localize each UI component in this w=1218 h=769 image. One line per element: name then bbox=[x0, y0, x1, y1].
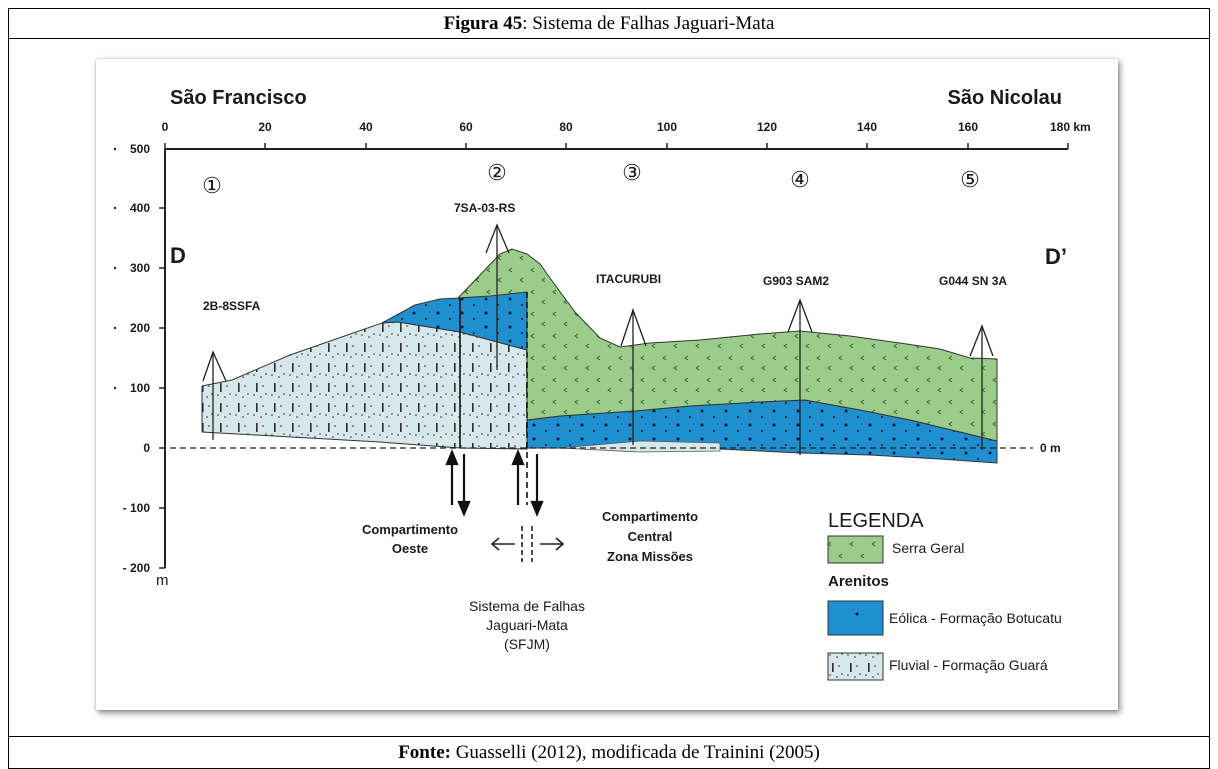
svg-text:Central: Central bbox=[628, 529, 673, 544]
compartment-separator-icon bbox=[490, 526, 565, 562]
legend: LEGENDA Serra Geral Arenitos Eólica - Fo… bbox=[827, 510, 1062, 681]
x-axis-tick-labels: 0 20 40 60 80 100 120 140 160 180 km bbox=[162, 120, 1091, 134]
well-label-2b: 2B-8SSFA bbox=[203, 299, 261, 313]
well-label-7sa: 7SA-03-RS bbox=[454, 201, 515, 215]
zone-1-label: ① bbox=[202, 173, 222, 198]
compartment-west-label: Compartimento Oeste bbox=[362, 522, 458, 556]
y-tick-label: 200 bbox=[130, 321, 150, 335]
right-place-label: São Nicolau bbox=[948, 87, 1062, 109]
well-label-g044: G044 SN 3A bbox=[939, 274, 1007, 288]
svg-text:(SFJM): (SFJM) bbox=[504, 636, 550, 652]
legend-swatch-guara bbox=[827, 652, 884, 681]
well-label-itacurubi: ITACURUBI bbox=[596, 272, 661, 286]
figure-caption: Figura 45: Sistema de Falhas Jaguari-Mat… bbox=[9, 9, 1209, 39]
zone-markers: ① ② ③ ④ ⑤ bbox=[202, 160, 980, 198]
caption-label: Figura 45 bbox=[443, 13, 523, 34]
section-start-label: D bbox=[170, 243, 186, 268]
y-axis-tick-labels: 500 400 300 200 100 0 - 100 - 200 m bbox=[123, 142, 169, 589]
zone-3-label: ③ bbox=[622, 160, 642, 185]
x-tick-label: 60 bbox=[459, 120, 473, 134]
figure-source: Fonte: Guasselli (2012), modificada de T… bbox=[9, 736, 1209, 768]
x-tick-label: 80 bbox=[559, 120, 573, 134]
zone-4-label: ④ bbox=[790, 167, 810, 192]
y-tick-label: - 200 bbox=[123, 561, 151, 575]
well-labels: 2B-8SSFA 7SA-03-RS ITACURUBI G903 SAM2 G… bbox=[203, 201, 1007, 313]
y-tick-dots bbox=[113, 147, 117, 390]
legend-label-botucatu: Eólica - Formação Botucatu bbox=[889, 610, 1062, 626]
x-tick-label-last: 180 km bbox=[1050, 120, 1091, 134]
svg-text:Jaguari-Mata: Jaguari-Mata bbox=[486, 617, 568, 633]
svg-text:Sistema de Falhas: Sistema de Falhas bbox=[469, 598, 585, 614]
source-text: Guasselli (2012), modificada de Trainini… bbox=[450, 742, 820, 763]
y-axis-ticks bbox=[159, 207, 165, 569]
fault-system-label: Sistema de Falhas Jaguari-Mata (SFJM) bbox=[469, 598, 585, 652]
y-tick-label: 500 bbox=[130, 142, 150, 156]
guara-lens bbox=[559, 440, 721, 453]
legend-title: LEGENDA bbox=[828, 510, 924, 532]
x-tick-label: 0 bbox=[162, 120, 169, 134]
svg-text:Compartimento: Compartimento bbox=[362, 522, 458, 537]
legend-arenitos-heading: Arenitos bbox=[828, 573, 889, 590]
x-tick-label: 20 bbox=[258, 120, 272, 134]
well-markers bbox=[202, 223, 994, 455]
y-axis-unit: m bbox=[156, 572, 169, 589]
section-end-label: D’ bbox=[1045, 244, 1067, 269]
legend-swatch-botucatu bbox=[827, 600, 884, 636]
y-tick-label: - 100 bbox=[123, 501, 151, 515]
legend-swatch-serra-geral bbox=[827, 535, 884, 564]
x-tick-label: 120 bbox=[757, 120, 777, 134]
legend-label-serra-geral: Serra Geral bbox=[892, 540, 964, 556]
well-label-g903: G903 SAM2 bbox=[763, 274, 829, 288]
fault-lines bbox=[459, 292, 528, 505]
x-tick-label: 160 bbox=[958, 120, 978, 134]
svg-text:Compartimento: Compartimento bbox=[602, 509, 698, 524]
y-tick-label: 400 bbox=[130, 201, 150, 215]
x-axis-ticks bbox=[164, 143, 1069, 149]
fault-arrows bbox=[445, 449, 544, 517]
y-tick-label: 0 bbox=[143, 441, 150, 455]
x-tick-label: 40 bbox=[359, 120, 373, 134]
compartment-central-label: Compartimento Central Zona Missões bbox=[602, 509, 698, 564]
left-place-label: São Francisco bbox=[170, 87, 307, 109]
serra-geral-formation bbox=[456, 248, 998, 442]
sea-level-label: 0 m bbox=[1040, 441, 1061, 455]
legend-label-guara: Fluvial - Formação Guará bbox=[889, 657, 1048, 673]
zone-5-label: ⑤ bbox=[960, 167, 980, 192]
source-label: Fonte: bbox=[398, 742, 451, 763]
svg-text:Zona Missões: Zona Missões bbox=[607, 549, 693, 564]
svg-text:Oeste: Oeste bbox=[392, 541, 428, 556]
x-tick-label: 140 bbox=[857, 120, 877, 134]
y-tick-label: 300 bbox=[130, 261, 150, 275]
zone-2-label: ② bbox=[487, 160, 507, 185]
guara-formation-layer bbox=[201, 321, 528, 450]
y-tick-label: 100 bbox=[130, 381, 150, 395]
caption-text: : Sistema de Falhas Jaguari-Mata bbox=[522, 13, 775, 34]
x-tick-label: 100 bbox=[657, 120, 677, 134]
